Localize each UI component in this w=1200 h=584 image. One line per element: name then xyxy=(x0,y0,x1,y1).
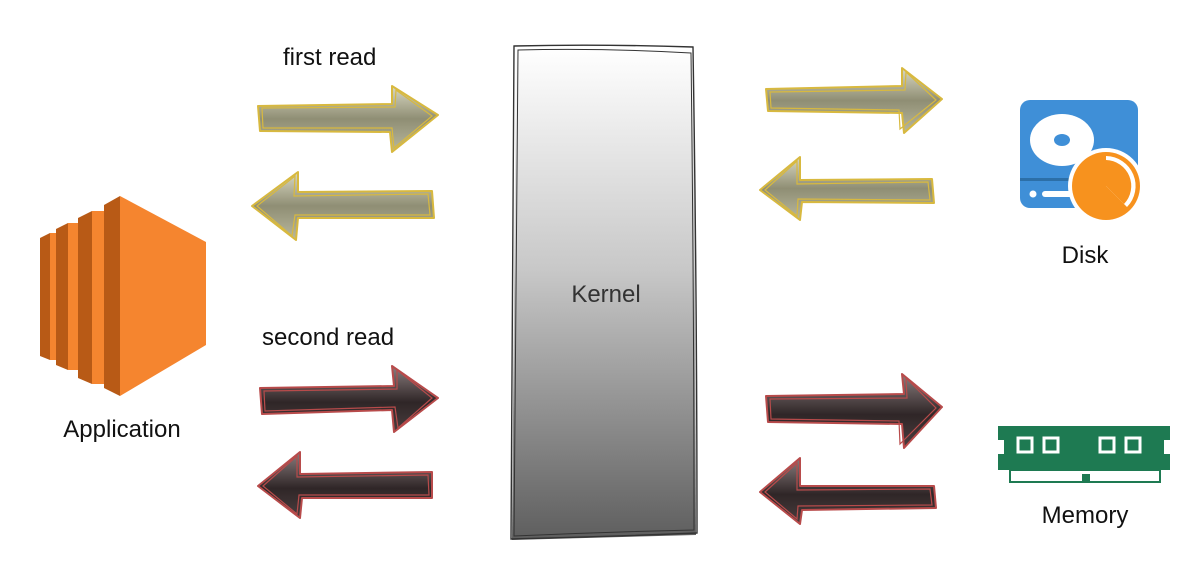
memory-label: Memory xyxy=(1041,502,1129,529)
arrow-kernel-to-disk xyxy=(765,67,943,134)
arrow-kernel-to-app-second-read xyxy=(257,451,433,519)
arrow-disk-to-kernel xyxy=(759,156,935,221)
kernel-label: Kernel xyxy=(571,281,641,308)
arrow-kernel-to-memory xyxy=(765,373,943,449)
arrow-app-to-kernel-first-read xyxy=(257,85,439,153)
disk-label: Disk xyxy=(1061,242,1109,269)
second-read-arrows xyxy=(257,365,943,525)
arrow-kernel-to-app-first-read xyxy=(251,171,435,241)
first-read-arrows xyxy=(251,67,943,241)
arrow-memory-to-kernel xyxy=(759,457,937,525)
first-read-label: first read xyxy=(283,44,377,71)
disk-icon xyxy=(1020,100,1144,224)
second-read-label: second read xyxy=(262,324,395,351)
application-label: Application xyxy=(63,416,181,443)
kernel-block xyxy=(510,44,698,540)
arrow-app-to-kernel-second-read xyxy=(259,365,439,433)
memory-icon xyxy=(998,426,1170,483)
application-icon xyxy=(40,196,206,396)
